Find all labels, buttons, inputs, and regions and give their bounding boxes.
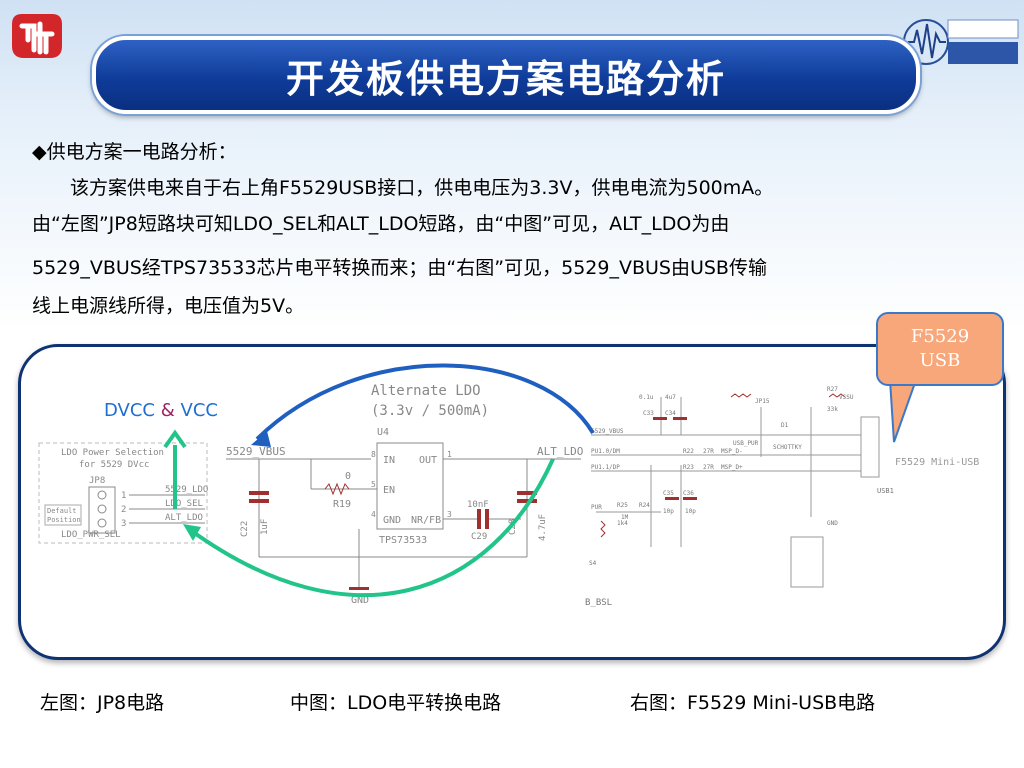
ldo-sel-title-1: LDO Power Selection bbox=[61, 448, 164, 458]
usb-d1: D1 bbox=[781, 422, 789, 429]
net-alt-ldo-mid: ALT_LDO bbox=[537, 445, 583, 458]
dvcc-text: DVCC bbox=[104, 400, 155, 421]
usb-r25: R25 bbox=[617, 502, 628, 509]
dvcc-vcc-label: DVCC & VCC bbox=[104, 400, 218, 421]
usb-1m: 1M bbox=[621, 514, 629, 521]
u4-pin-in: IN bbox=[383, 455, 395, 466]
alt-ldo-title-1: Alternate LDO bbox=[371, 383, 481, 399]
usb-c34: C34 bbox=[665, 410, 676, 417]
usb-r22-val: 27R bbox=[703, 448, 714, 455]
jp8-pin-1: 1 bbox=[121, 491, 126, 501]
c22-value: 1uF bbox=[260, 519, 270, 535]
usb-r22: R22 bbox=[683, 448, 694, 455]
u4-pinnum-4: 4 bbox=[371, 510, 376, 519]
green-arrow-up bbox=[163, 429, 187, 509]
usb-gnd: GND bbox=[827, 520, 838, 527]
usb-c35: C35 bbox=[663, 490, 674, 497]
amp-text: & bbox=[160, 400, 175, 421]
usb-c36: C36 bbox=[683, 490, 694, 497]
c29-label: C29 bbox=[471, 532, 487, 542]
green-arrow-curve bbox=[183, 458, 555, 598]
u4-chip-name: TPS73533 bbox=[379, 535, 427, 546]
net-ldo-sel: LDO_SEL bbox=[165, 499, 203, 509]
c28-value: 4.7uF bbox=[538, 514, 548, 541]
jp8-default-1: Default bbox=[47, 507, 77, 515]
usb-vssu: VSSU bbox=[839, 394, 854, 401]
callout-pointer bbox=[888, 380, 920, 443]
ldo-sel-title-2: for 5529 DVcc bbox=[79, 460, 149, 470]
usb-schottky: SCHOTTKY bbox=[773, 444, 802, 451]
usb-10p-2: 10p bbox=[685, 508, 696, 515]
u4-pin-nr: NR/FB bbox=[411, 515, 441, 526]
usb-c33: C33 bbox=[643, 410, 654, 417]
r19-label: R19 bbox=[333, 499, 351, 510]
usb-jp15: JP15 bbox=[755, 398, 770, 405]
net-5529-ldo: 5529_LDO bbox=[165, 485, 208, 495]
u4-pin-en: EN bbox=[383, 485, 395, 496]
usb-b-bsl: B_BSL bbox=[585, 598, 612, 608]
c22-label: C22 bbox=[240, 521, 250, 537]
net-5529-vbus-mid: 5529_VBUS bbox=[226, 445, 286, 458]
u4-pin-gnd: GND bbox=[383, 515, 401, 526]
paragraph-line-1: 该方案供电来自于右上角F5529USB接口，供电电压为3.3V，供电电流为500… bbox=[32, 177, 774, 199]
caption-mid: 中图：LDO电平转换电路 bbox=[290, 692, 502, 714]
net-alt-ldo-left: ALT_LDO bbox=[165, 513, 203, 523]
jp8-pin-3: 3 bbox=[121, 519, 126, 529]
bullet-line: ◆供电方案一电路分析： bbox=[32, 134, 992, 170]
usb-conn-ref: USB1 bbox=[877, 487, 894, 495]
usb-connector-label: F5529 Mini-USB bbox=[895, 457, 979, 468]
usb-msp-dm: MSP_D- bbox=[721, 448, 743, 455]
usb-net-vbus: 5529_VBUS bbox=[591, 428, 624, 435]
slide-title-bar: 开发板供电方案电路分析 bbox=[92, 36, 920, 114]
ldo-pwr-sel-label: LDO_PWR_SEL bbox=[61, 530, 121, 540]
jp8-pin-2: 2 bbox=[121, 505, 126, 515]
usb-s4: S4 bbox=[589, 560, 597, 567]
slide-title: 开发板供电方案电路分析 bbox=[285, 56, 726, 101]
caption-left: 左图：JP8电路 bbox=[40, 692, 165, 714]
f5529-usb-callout: F5529 USB bbox=[876, 312, 1004, 386]
usb-r23: R23 bbox=[683, 464, 694, 471]
usb-r27: R27 bbox=[827, 386, 838, 393]
usb-r23-val: 27R bbox=[703, 464, 714, 471]
gnd-label: GND bbox=[351, 595, 369, 606]
bullet-text: 供电方案一电路分析： bbox=[46, 141, 237, 163]
usb-schematic: 5529_VBUS PU1.0/DM PU1.1/DP PUR R22 27R … bbox=[585, 386, 979, 608]
u4-label: U4 bbox=[377, 427, 389, 438]
vcc-text: VCC bbox=[180, 400, 218, 421]
u4-pinnum-5: 5 bbox=[371, 480, 376, 489]
usb-net-dm: PU1.0/DM bbox=[591, 448, 620, 455]
alt-ldo-title-2: (3.3v / 500mA) bbox=[371, 403, 489, 419]
paragraph-line-2: 由“左图”JP8短路块可知LDO_SEL和ALT_LDO短路，由“中图”可见，A… bbox=[32, 213, 730, 235]
caption-right: 右图：F5529 Mini-USB电路 bbox=[630, 692, 876, 714]
schematic-drawing: LDO Power Selection for 5529 DVcc JP8 1 … bbox=[38, 363, 979, 608]
callout-line-2: USB bbox=[919, 350, 961, 371]
r19-value: 0 bbox=[345, 471, 351, 482]
bullet-icon: ◆ bbox=[32, 141, 47, 163]
paragraph-line-3: 5529_VBUS经TPS73533芯片电平转换而来；由“右图”可见，5529_… bbox=[32, 257, 767, 279]
jp8-default-2: Position bbox=[47, 516, 81, 524]
university-logo-icon bbox=[12, 14, 62, 58]
usb-1k4: 1k4 bbox=[617, 520, 628, 527]
usb-10p-1: 10p bbox=[663, 508, 674, 515]
blue-arrow bbox=[251, 363, 595, 447]
u4-pin-out: OUT bbox=[419, 455, 437, 466]
usb-4u7: 4u7 bbox=[665, 394, 676, 401]
usb-pur-net: USB_PUR bbox=[733, 440, 759, 447]
usb-33k: 33k bbox=[827, 406, 838, 413]
u4-pinnum-3: 3 bbox=[447, 510, 452, 519]
u4-pinnum-1: 1 bbox=[447, 450, 452, 459]
usb-msp-dp: MSP_D+ bbox=[721, 464, 743, 471]
callout-line-1: F5529 bbox=[910, 326, 970, 347]
usb-r24: R24 bbox=[639, 502, 650, 509]
u4-pinnum-8: 8 bbox=[371, 450, 376, 459]
c29-value: 10nF bbox=[467, 500, 489, 510]
jp8-label: JP8 bbox=[89, 476, 105, 486]
usb-0-1u: 0.1u bbox=[639, 394, 654, 401]
c28-label: C28 bbox=[508, 519, 518, 535]
usb-net-pur: PUR bbox=[591, 504, 602, 511]
usb-net-dp: PU1.1/DP bbox=[591, 464, 620, 471]
paragraph-line-4: 线上电源线所得，电压值为5V。 bbox=[32, 295, 305, 317]
dsp-lab-logo-icon bbox=[903, 19, 1019, 65]
schematic-panel: LDO Power Selection for 5529 DVcc JP8 1 … bbox=[18, 344, 1006, 660]
